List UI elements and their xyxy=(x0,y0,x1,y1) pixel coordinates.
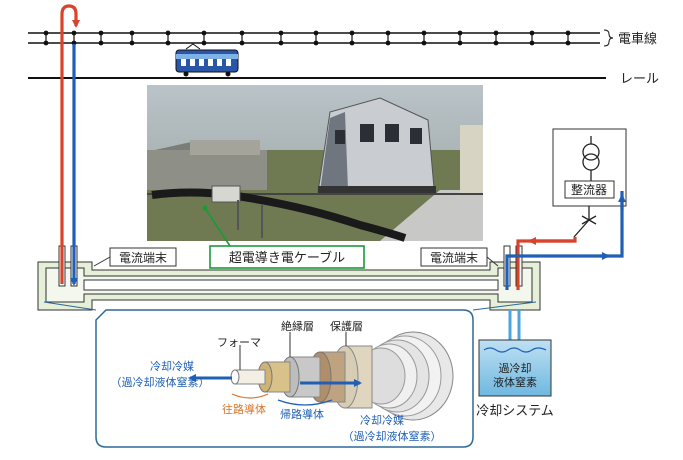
protection-label: 保護層 xyxy=(330,319,363,333)
train-track-photo xyxy=(147,85,483,242)
cable-structure-inset xyxy=(43,301,537,448)
cable-callout xyxy=(202,205,365,269)
return-current-lines xyxy=(70,44,626,290)
train-icon xyxy=(175,43,239,77)
tank-label-line2: 液体窒素 xyxy=(493,375,537,389)
cooling-tank xyxy=(478,339,552,397)
insulation-label: 絶縁層 xyxy=(281,319,314,333)
coolant-left-label-line2: （過冷却液体窒素） xyxy=(111,375,210,389)
transformer-symbol-icon xyxy=(582,136,600,181)
former-label: フォーマ xyxy=(217,336,261,349)
cooling-system-label: 冷却システム xyxy=(476,404,554,419)
rectifier-label: 整流器 xyxy=(571,182,607,197)
return-conductor-label: 帰路導体 xyxy=(280,407,324,421)
coolant-pipes xyxy=(508,310,521,342)
coolant-right-label-line1: 冷却冷媒 xyxy=(360,414,404,427)
terminal-right-callout xyxy=(420,247,499,267)
trolley-label: 電車線 xyxy=(618,31,657,47)
tank-label-line1: 過冷却 xyxy=(499,362,532,375)
trolley-wire xyxy=(28,29,614,47)
outbound-conductor-label: 往路導体 xyxy=(222,402,266,416)
terminal-right-label: 電流端末 xyxy=(430,251,478,265)
terminal-left-callout xyxy=(93,247,177,267)
cable-label: 超電導き電ケーブル xyxy=(229,250,345,266)
terminal-left-label: 電流端末 xyxy=(119,251,167,265)
coolant-right-label-line2: （過冷却液体窒素） xyxy=(343,429,442,443)
supply-current-lines xyxy=(60,4,577,290)
coolant-left-label-line1: 冷却冷媒 xyxy=(150,360,194,373)
switch-icon xyxy=(573,206,597,238)
rail-label: レール xyxy=(620,72,659,87)
